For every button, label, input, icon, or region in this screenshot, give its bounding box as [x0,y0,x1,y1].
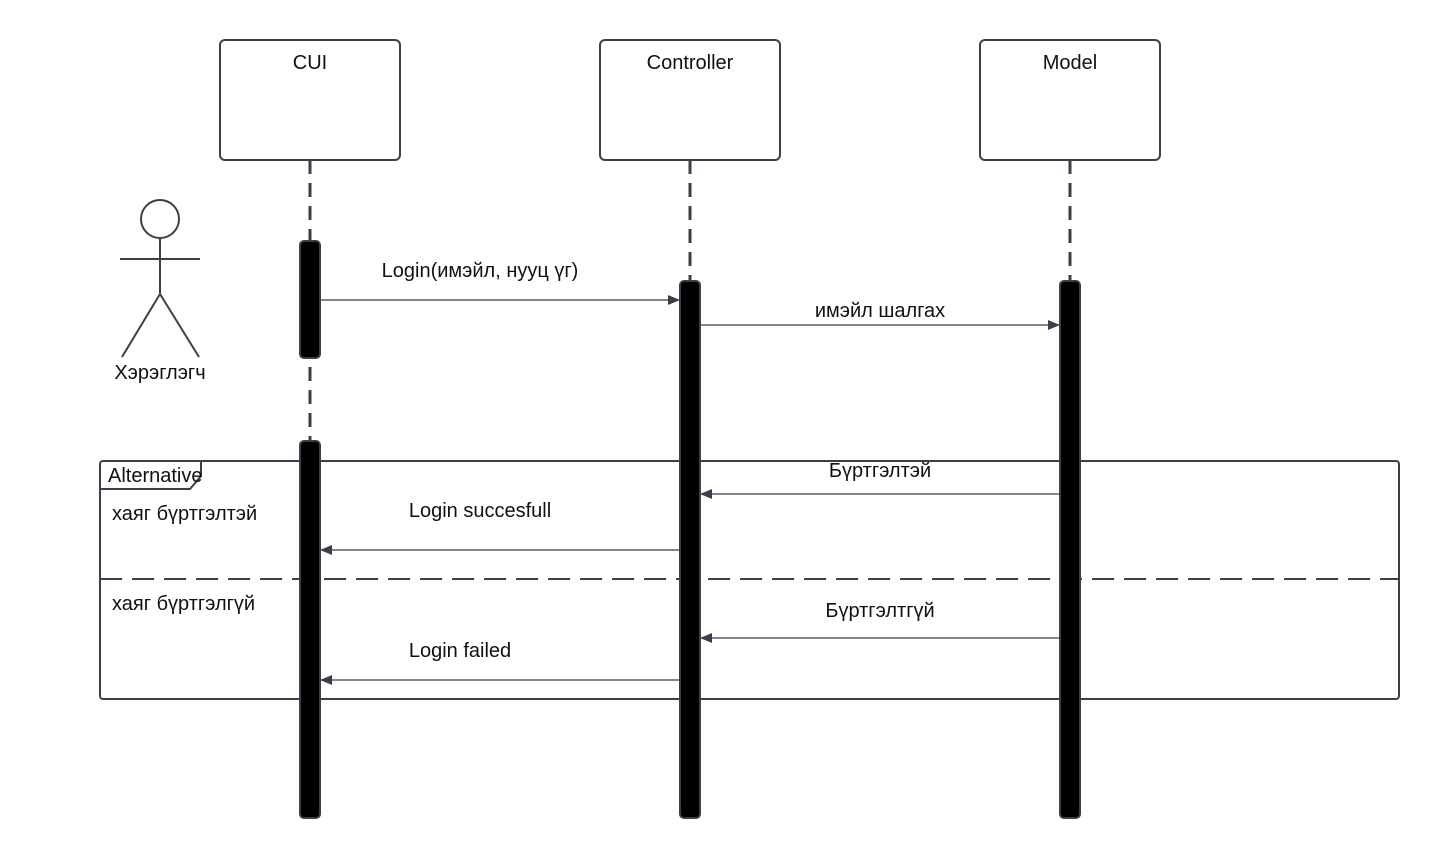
alt-frame-tab [100,461,202,490]
stick-figure-icon [120,199,200,358]
alt-frame: Alternative хаяг бүртгэлтэй хаяг бүртгэл… [99,460,1400,700]
message-unregistered-reply-label: Бүртгэлтгүй [825,600,934,622]
message-login-request-label: Login(имэйл, нууц үг) [382,260,579,282]
activation-controller [679,280,701,819]
message-registered-reply: Бүртгэлтэй [700,460,1060,499]
message-login-success-label: Login succesfull [409,500,551,522]
actor-label: Хэрэглэгч [114,362,205,384]
message-login-request: Login(имэйл, нууц үг) [320,260,680,305]
message-unregistered-reply: Бүртгэлтгүй [700,600,1060,643]
activation-model [1059,280,1081,819]
participant-cui[interactable]: CUI [219,39,401,161]
participant-controller[interactable]: Controller [599,39,781,161]
message-check-email-label: имэйл шалгах [815,300,945,322]
participant-cui-label: CUI [293,52,327,74]
alt-guard-unregistered: хаяг бүртгэлгүй [112,593,255,615]
alt-guard-registered: хаяг бүртгэлтэй [112,503,257,525]
participant-model-label: Model [1043,52,1097,74]
message-login-failed-label: Login failed [409,640,511,662]
participant-model[interactable]: Model [979,39,1161,161]
message-check-email: имэйл шалгах [700,300,1060,330]
participant-controller-label: Controller [647,52,734,74]
activation-cui-1 [299,240,321,359]
alt-frame-title: Alternative [108,465,203,487]
actor-user[interactable]: Хэрэглэгч [114,199,206,384]
message-login-failed: Login failed [320,640,680,685]
message-registered-reply-label: Бүртгэлтэй [829,460,931,482]
activation-cui-2 [299,440,321,819]
message-login-success: Login succesfull [320,500,680,555]
